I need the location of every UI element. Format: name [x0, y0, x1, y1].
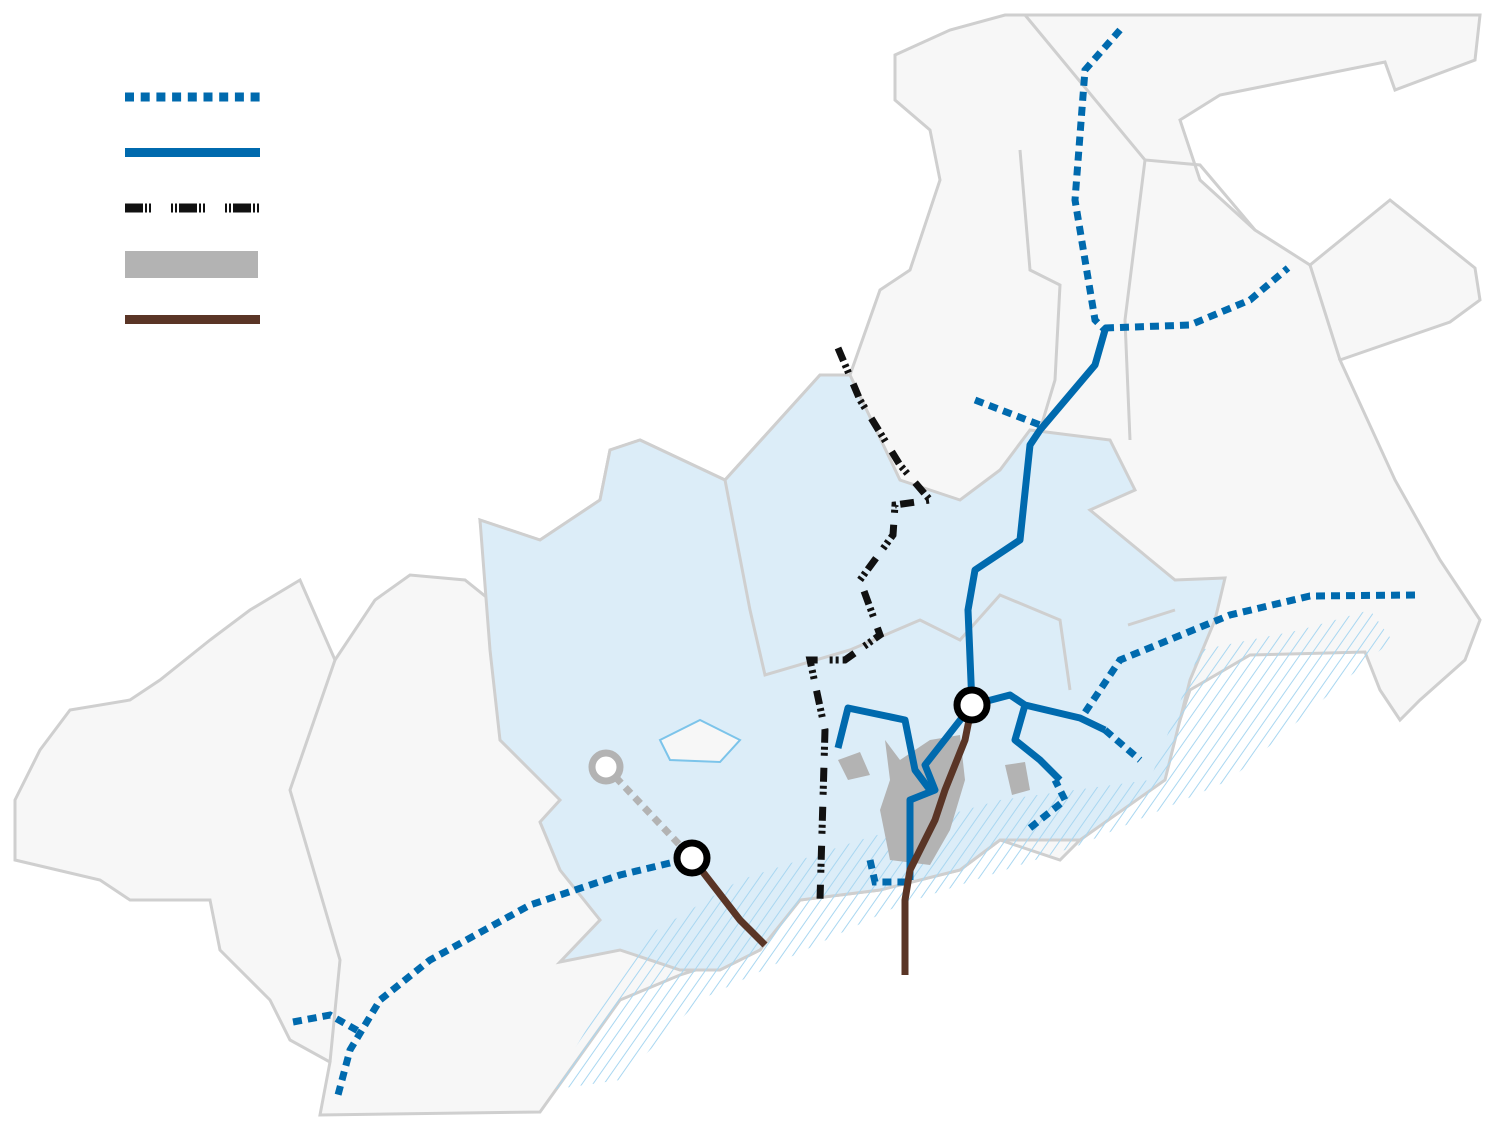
lake: [658, 718, 742, 764]
legend: [125, 92, 260, 324]
station-ring-west: [673, 839, 711, 877]
brown-line-icon: [125, 315, 260, 324]
municipal-borders: [288, 14, 1342, 1063]
railway: [805, 346, 937, 901]
planned-lines: [292, 27, 1416, 1096]
existing-lines: [834, 329, 1109, 880]
built-up-areas: [838, 735, 1030, 865]
gray-band-icon: [125, 251, 258, 278]
station-ring-east: [953, 686, 991, 724]
planned-station-ring: [588, 749, 624, 785]
tunnels: [689, 704, 976, 975]
sea-hatch: [550, 610, 1392, 1090]
blue-solid-line-icon: [125, 148, 260, 157]
planned-branch: [603, 764, 695, 861]
